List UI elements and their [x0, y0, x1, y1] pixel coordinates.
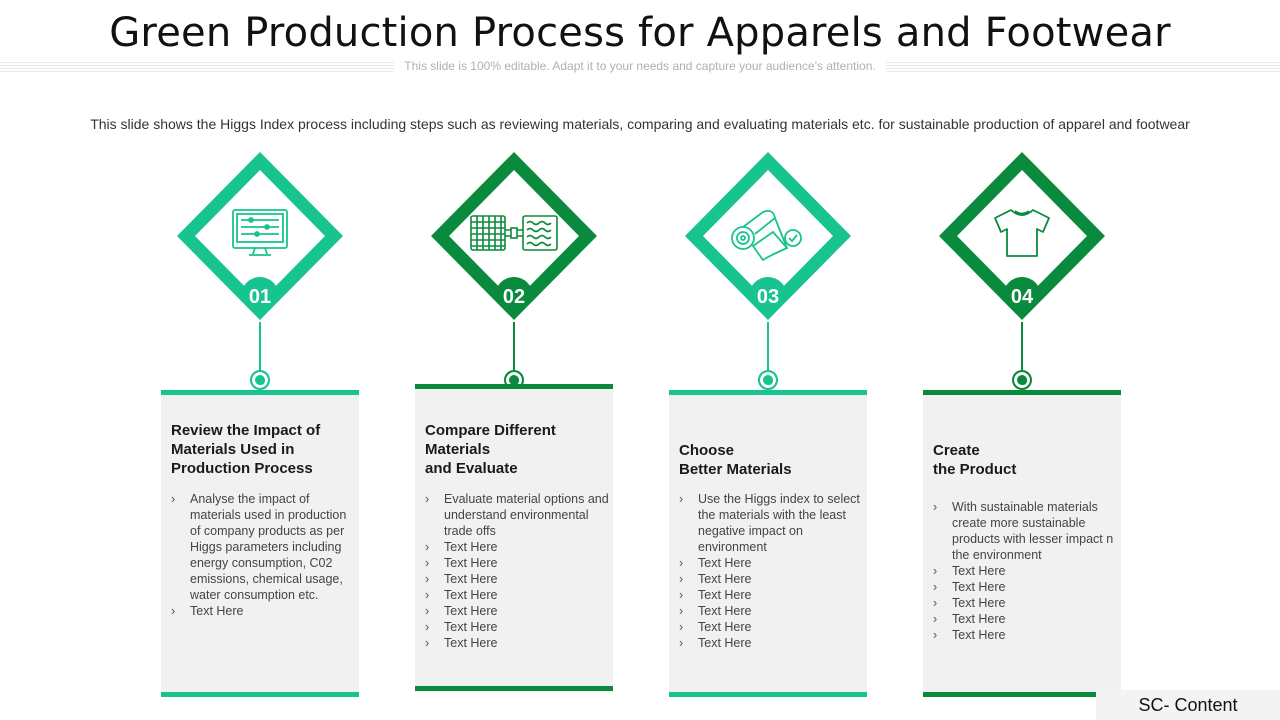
- step-2-diamond: 02: [429, 150, 599, 322]
- step-4-diamond: 04: [937, 150, 1107, 322]
- list-item: With sustainable materials create more s…: [933, 499, 1117, 563]
- step-2-connector: [513, 322, 515, 374]
- step-3-node: [758, 370, 778, 390]
- fabric-roll-check-icon: [731, 209, 802, 262]
- step-1-diamond: 01: [175, 150, 345, 322]
- slide-description: This slide shows the Higgs Index process…: [90, 116, 1190, 132]
- step-3-card: Choose Better Materials Use the Higgs in…: [669, 390, 867, 697]
- step-4-card-bottom-bar: [923, 692, 1121, 697]
- list-item: Text Here: [425, 571, 609, 587]
- step-1-connector: [259, 322, 261, 374]
- list-item: Text Here: [679, 603, 863, 619]
- step-3-card-top-bar: [669, 390, 867, 395]
- step-2-card-top-bar: [415, 384, 613, 389]
- step-1-title-line: Production Process: [171, 460, 313, 477]
- slide-subtitle-text: This slide is 100% editable. Adapt it to…: [394, 59, 886, 73]
- step-3-card-bottom-bar: [669, 692, 867, 697]
- slide-subtitle: This slide is 100% editable. Adapt it to…: [0, 59, 1280, 73]
- list-item: Text Here: [425, 635, 609, 651]
- step-2-title: Compare Different Materials and Evaluate: [425, 421, 605, 478]
- list-item: Analyse the impact of materials used in …: [171, 491, 355, 603]
- list-item: Text Here: [679, 635, 863, 651]
- tshirt-icon: [994, 209, 1050, 257]
- list-item: Text Here: [171, 603, 355, 619]
- step-1-title-line: Review the Impact of: [171, 422, 321, 439]
- step-1-card-top-bar: [161, 390, 359, 395]
- step-3-title: Choose Better Materials: [679, 441, 859, 479]
- step-4-number: 04: [1010, 286, 1034, 308]
- list-item: Text Here: [679, 555, 863, 571]
- list-item: Text Here: [425, 555, 609, 571]
- step-2-title-line: and Evaluate: [425, 460, 518, 477]
- list-item: Text Here: [425, 539, 609, 555]
- footer-tag: SC- Content: [1096, 690, 1280, 720]
- step-4-card-top-bar: [923, 390, 1121, 395]
- material-compare-icon: [470, 215, 558, 251]
- step-4-connector: [1021, 322, 1023, 374]
- step-2-bullets: Evaluate material options and understand…: [425, 491, 609, 651]
- list-item: Text Here: [933, 595, 1117, 611]
- step-1-number: 01: [248, 286, 272, 308]
- list-item: Text Here: [425, 603, 609, 619]
- step-2-title-line: Compare Different: [425, 422, 556, 439]
- step-3-title-line: Better Materials: [679, 461, 792, 478]
- step-2-title-line: Materials: [425, 441, 491, 458]
- step-3-diamond: 03: [683, 150, 853, 322]
- list-item: Text Here: [679, 587, 863, 603]
- slide-title: Green Production Process for Apparels an…: [109, 10, 1171, 56]
- step-1-node: [250, 370, 270, 390]
- step-3-title-line: Choose: [679, 442, 735, 459]
- step-3-number: 03: [756, 286, 780, 308]
- list-item: Text Here: [933, 627, 1117, 643]
- step-4-title-line: the Product: [933, 461, 1017, 478]
- step-1-card-bottom-bar: [161, 692, 359, 697]
- step-2-card: Compare Different Materials and Evaluate…: [415, 384, 613, 691]
- step-1-card: Review the Impact of Materials Used in P…: [161, 390, 359, 697]
- list-item: Text Here: [679, 619, 863, 635]
- list-item: Evaluate material options and understand…: [425, 491, 609, 539]
- step-1-title-line: Materials Used in: [171, 441, 295, 458]
- list-item: Text Here: [679, 571, 863, 587]
- step-1-bullets: Analyse the impact of materials used in …: [171, 491, 355, 619]
- list-item: Text Here: [425, 619, 609, 635]
- list-item: Text Here: [933, 579, 1117, 595]
- step-4-title: Create the Product: [933, 441, 1113, 479]
- list-item: Text Here: [425, 587, 609, 603]
- step-2-number: 02: [502, 286, 526, 308]
- step-4-node: [1012, 370, 1032, 390]
- step-4-card: Create the Product With sustainable mate…: [923, 390, 1121, 697]
- step-4-bullets: With sustainable materials create more s…: [933, 499, 1117, 643]
- step-4-title-line: Create: [933, 442, 980, 459]
- monitor-settings-icon: [232, 209, 288, 256]
- step-1-title: Review the Impact of Materials Used in P…: [171, 421, 351, 478]
- step-3-connector: [767, 322, 769, 374]
- list-item: Text Here: [933, 611, 1117, 627]
- list-item: Text Here: [933, 563, 1117, 579]
- step-3-bullets: Use the Higgs index to select the materi…: [679, 491, 863, 651]
- list-item: Use the Higgs index to select the materi…: [679, 491, 863, 555]
- step-2-card-bottom-bar: [415, 686, 613, 691]
